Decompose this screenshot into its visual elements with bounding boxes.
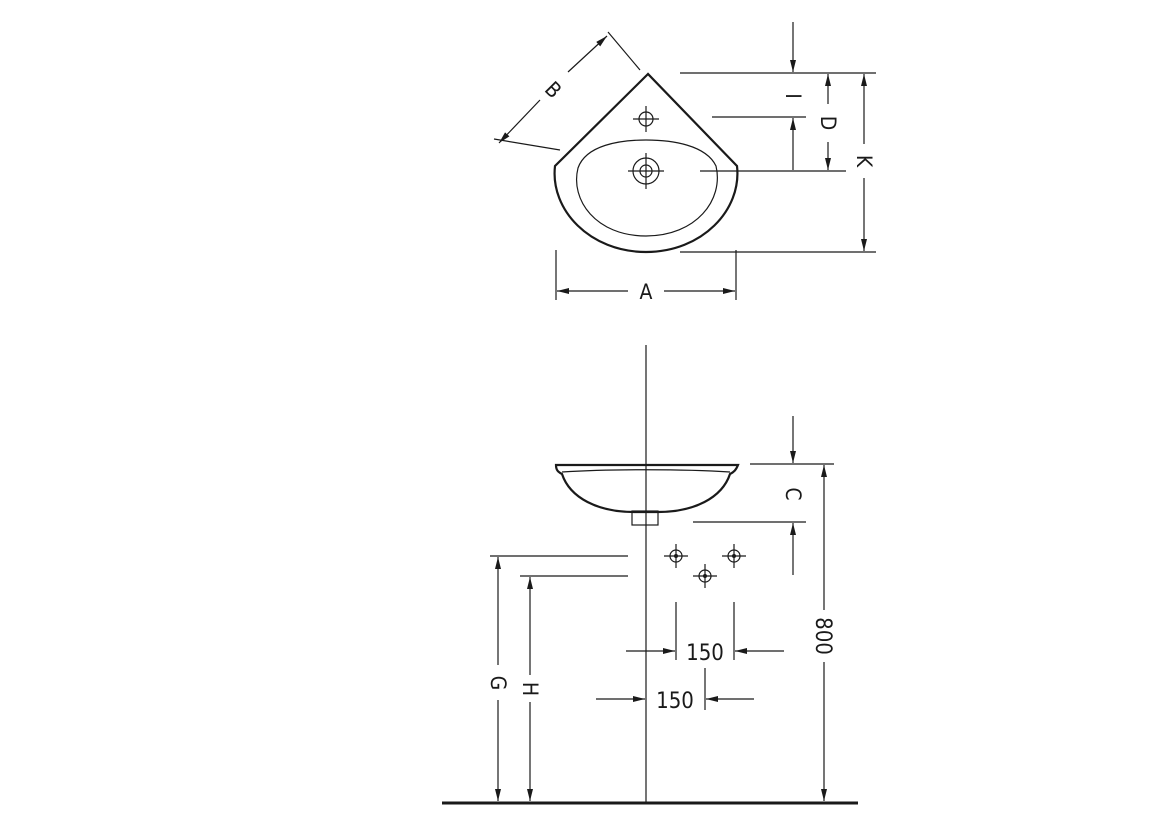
dim-150-upper: 150 [686,641,724,666]
basin-outline-top [553,72,739,254]
supply-connection-left [664,544,688,568]
label-d: D [816,116,840,131]
drain-outlet [631,510,659,526]
basin-outline-front [554,463,740,514]
dim-800: 800 [810,617,835,655]
label-a: A [640,280,653,304]
label-g: G [486,676,510,691]
label-i: I [781,93,805,99]
dim-150-lower: 150 [656,689,694,714]
label-b: B [540,77,566,103]
supply-connection-right [722,544,746,568]
label-h: H [518,682,542,696]
front-view: C 150 150 [442,345,858,805]
label-c: C [781,487,805,500]
top-view: A B I D K [493,22,876,304]
inner-bowl-top [576,139,718,237]
dim-b-line [498,99,541,144]
label-k: K [852,155,876,168]
waste-connection [693,564,717,588]
